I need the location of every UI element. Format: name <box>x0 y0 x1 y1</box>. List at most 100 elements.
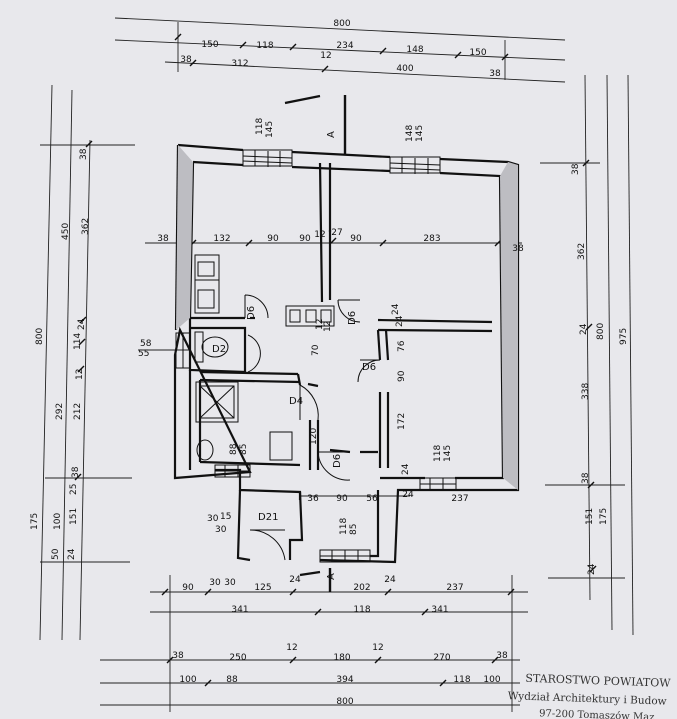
window-dimension: 85 <box>349 524 359 535</box>
dimension-label: 100 <box>483 675 500 685</box>
dimension-label: 24 <box>384 575 396 585</box>
dimension-label: 341 <box>231 605 248 615</box>
door-label: D4 <box>289 396 303 407</box>
dimension-label: 90 <box>299 234 311 244</box>
dimension-label: 30 <box>209 578 221 588</box>
dimension-label: 237 <box>446 583 463 593</box>
door-label: D6 <box>347 311 358 325</box>
dimension-label: 450 <box>61 223 71 240</box>
dimension-label: 24 <box>579 323 589 335</box>
dimension-label: 38 <box>79 148 89 160</box>
dimension-label: 24 <box>391 303 401 315</box>
dimension-total-bottom: 800 <box>336 697 353 707</box>
dimension-label: 24 <box>289 575 301 585</box>
dimension-label: 70 <box>311 344 321 356</box>
dimension-label: 90 <box>336 494 348 504</box>
door-swings <box>244 294 381 561</box>
dimension-label: 400 <box>396 64 413 74</box>
dimension-label: 12 <box>314 230 325 240</box>
windows <box>175 149 457 563</box>
sink <box>196 439 214 461</box>
dimension-label: 800 <box>35 328 45 345</box>
section-marks <box>284 94 347 592</box>
dimension-label: 90 <box>350 234 362 244</box>
dimension-label: 38 <box>489 69 501 79</box>
dimension-label: 237 <box>451 494 468 504</box>
dimension-label: 12 <box>75 369 85 380</box>
dimension-label: 90 <box>397 370 407 382</box>
dimension-label: 24 <box>587 563 597 575</box>
dimension-label: 270 <box>433 653 450 663</box>
dimension-label: 24 <box>402 490 414 500</box>
dimension-label: 55 <box>138 349 149 359</box>
dimension-total-top: 800 <box>333 19 350 29</box>
dimension-label: 341 <box>431 605 448 615</box>
dimension-label: 24 <box>67 548 77 560</box>
dimension-label: 15 <box>220 512 231 522</box>
dimension-label: 975 <box>619 328 629 345</box>
window-5 <box>319 549 371 563</box>
dimension-label: 36 <box>307 494 319 504</box>
door-swing-3 <box>247 334 261 373</box>
door-label: D6 <box>246 306 257 320</box>
toilet <box>194 331 229 363</box>
dimension-label: 25 <box>69 484 79 495</box>
window-1 <box>242 149 293 167</box>
section-label: A <box>326 573 337 580</box>
dimension-label: 90 <box>267 234 279 244</box>
dimension-label: 38 <box>172 651 184 661</box>
dimension-label: 172 <box>397 413 407 430</box>
kitchen-counter <box>194 254 220 314</box>
wall-fill <box>176 145 518 490</box>
dimension-ticks <box>74 33 597 687</box>
section-mark-bottom <box>299 568 332 592</box>
shower <box>195 381 239 423</box>
dimension-label: 114 <box>73 333 83 350</box>
dimension-label: 30 <box>207 514 219 524</box>
dimension-label: 38 <box>180 55 192 65</box>
dimension-label: 12 <box>320 51 331 61</box>
window-dimension: 145 <box>265 121 275 138</box>
window-dimension: 145 <box>443 445 453 462</box>
dimension-label: 283 <box>423 234 440 244</box>
dimension-label: 38 <box>581 472 591 484</box>
dimension-label: 800 <box>596 323 606 340</box>
door-label: D21 <box>258 512 278 523</box>
washing-machine <box>269 431 293 461</box>
dimension-label: 24 <box>401 463 411 475</box>
dimension-label: 38 <box>496 651 508 661</box>
dimension-label: 56 <box>366 494 378 504</box>
window-dimension: 148 <box>405 125 415 142</box>
door-swing-2 <box>337 299 361 323</box>
official-stamp: STAROSTWO POWIATOW Wydział Architektury … <box>508 672 672 719</box>
dimension-label: 362 <box>577 243 587 260</box>
dimension-label: 58 <box>140 339 152 349</box>
door-label: D6 <box>332 454 343 468</box>
dimension-label: 338 <box>581 383 591 400</box>
window-dimension: 118 <box>255 118 265 135</box>
dimension-label: 132 <box>213 234 230 244</box>
dimension-label: 12 <box>323 321 333 332</box>
section-mark-top <box>284 94 347 155</box>
fixtures <box>194 254 335 461</box>
dimension-label: 30 <box>224 578 236 588</box>
stamp-line-2: Wydział Architektury i Budow <box>508 690 667 708</box>
dimension-label: 118 <box>353 605 370 615</box>
dimension-label: 175 <box>599 508 609 525</box>
door-swing-6 <box>317 451 351 481</box>
window-3 <box>419 477 457 491</box>
dimension-label: 151 <box>69 508 79 525</box>
dimension-label: 12 <box>286 643 297 653</box>
dimension-label: 90 <box>182 583 194 593</box>
dimension-label: 234 <box>336 41 353 51</box>
dimension-label: 88 <box>226 675 238 685</box>
dimension-label: 312 <box>231 59 248 69</box>
window-dimension: 118 <box>433 445 443 462</box>
stamp-line-1: STAROSTWO POWIATOW <box>525 672 671 690</box>
door-swing-1 <box>244 294 269 319</box>
window-wc <box>175 332 191 369</box>
dimension-label: 30 <box>215 525 227 535</box>
dimension-label: 12 <box>315 319 325 330</box>
